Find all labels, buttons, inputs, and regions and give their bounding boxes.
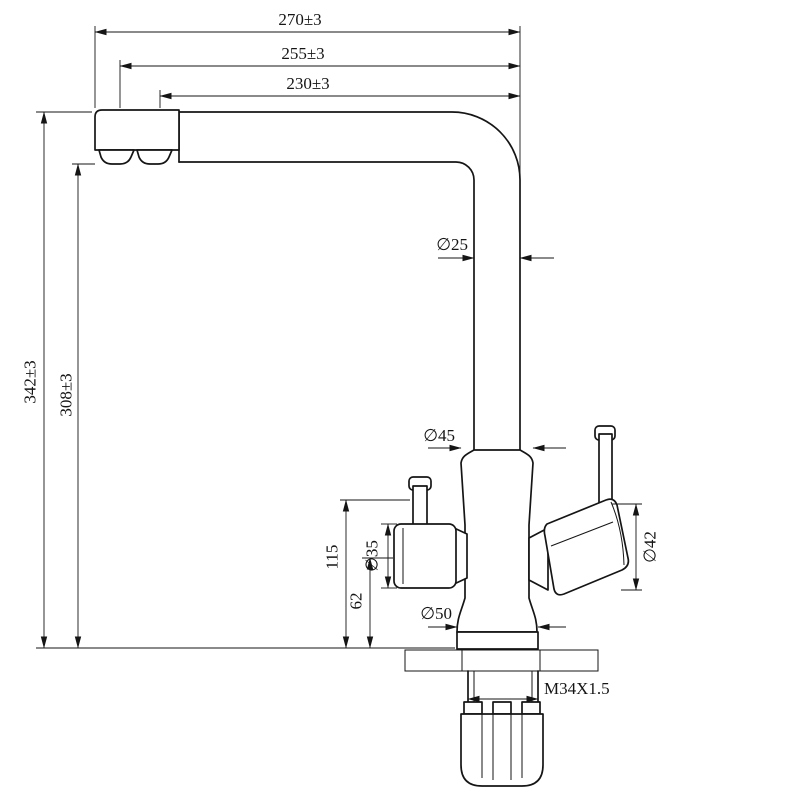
right-handle-edge-line: [550, 521, 614, 547]
right-handle-body: [543, 498, 630, 596]
dimension-115: 115: [323, 499, 410, 649]
nut-tab-2: [492, 701, 512, 715]
dim-label-255: 255±3: [281, 44, 324, 63]
dimension-dia50: ∅50: [420, 604, 566, 631]
dimensions: 270±3 255±3 230±3 342±3 308±3: [21, 10, 660, 703]
dim-label-dia35: ∅35: [363, 540, 382, 572]
dimension-thread: M34X1.5: [467, 679, 610, 703]
counter-slab-left: [404, 649, 463, 672]
dimension-255: 255±3: [119, 44, 521, 108]
dimension-270: 270±3: [94, 10, 521, 176]
dim-label-62: 62: [347, 593, 366, 610]
countertop-section: [404, 649, 599, 672]
spout-head: [94, 109, 180, 151]
aerator-nozzle-right: [136, 149, 173, 165]
nut-tab-3: [521, 701, 541, 715]
spout-arm-outer-edge: [178, 111, 521, 452]
right-handle-cap-curve: [610, 501, 625, 566]
dim-label-115: 115: [323, 545, 342, 570]
aerator-nozzle-left: [98, 149, 135, 165]
nut-tab-1: [463, 701, 483, 715]
faucet-outline: [94, 109, 630, 787]
shank-through-counter: [461, 649, 541, 672]
dimension-dia25: ∅25: [436, 235, 554, 262]
base-flange: [456, 631, 539, 650]
dimension-dia42: ∅42: [612, 503, 660, 591]
dim-label-230: 230±3: [286, 74, 329, 93]
left-lever-stick: [412, 485, 428, 527]
right-handle-neck: [528, 527, 549, 591]
dim-label-thread: M34X1.5: [544, 679, 610, 698]
dim-label-342: 342±3: [21, 360, 40, 403]
dimension-230: 230±3: [159, 74, 521, 108]
dim-label-dia25: ∅25: [436, 235, 468, 254]
dim-label-dia45: ∅45: [423, 426, 455, 445]
right-lever-stick: [598, 433, 613, 505]
left-handle-body: [393, 523, 457, 589]
nut-body: [460, 713, 544, 787]
dim-label-308: 308±3: [57, 373, 76, 416]
faucet-body: [456, 449, 538, 633]
dim-label-dia50: ∅50: [420, 604, 452, 623]
spout-arm-inner-edge: [178, 161, 475, 452]
dimension-62: 62: [347, 557, 393, 649]
mounting-shank: [467, 670, 539, 707]
dimension-dia45: ∅45: [423, 426, 566, 452]
counter-slab-right: [539, 649, 599, 672]
mounting-nut: [460, 701, 544, 787]
dimension-342: 342±3: [21, 111, 455, 649]
dim-label-dia42: ∅42: [641, 531, 660, 563]
dimension-308: 308±3: [57, 163, 95, 649]
dimension-dia35: ∅35: [363, 523, 397, 589]
dim-label-270: 270±3: [278, 10, 321, 29]
